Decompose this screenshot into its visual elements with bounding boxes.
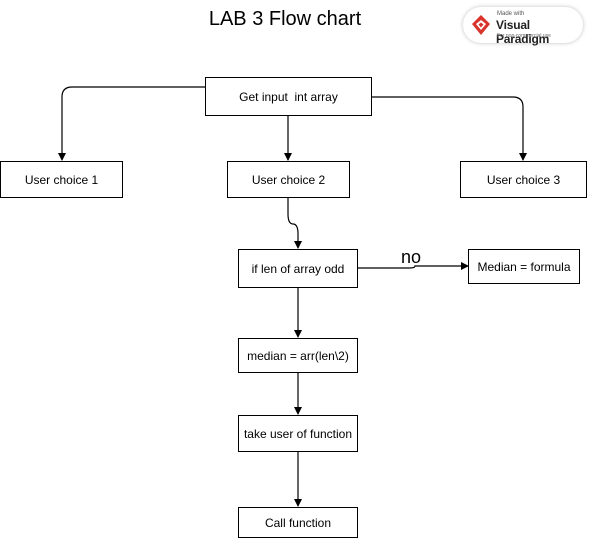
node-call-function-label: Call function [264,515,332,530]
watermark-brand: Visual Paradigm [496,18,550,46]
edge-choice2-to-if [287,198,302,249]
node-median-arr-label: median = arr(len\2) [247,348,349,363]
visual-paradigm-watermark: Made with Visual Paradigm For non-commer… [463,7,583,46]
node-take-user-label: take user of function [243,426,353,441]
node-user-choice-2-label: User choice 2 [251,172,326,187]
watermark-made-with: Made with [497,11,525,17]
node-median-arr: median = arr(len\2) [238,338,358,373]
edge-label-no: no [401,247,422,267]
node-median-formula: Median = formula [468,249,580,284]
node-if-len-odd-label: if len of array odd [251,261,345,276]
edge-input-to-choice3 [372,96,527,161]
node-get-input-label: Get input int array [239,89,338,104]
edge-if-to-median-formula [358,262,469,270]
node-user-choice-3-label: User choice 3 [486,172,561,187]
visual-paradigm-logo-icon [472,15,490,35]
node-median-formula-label: Median = formula [477,259,571,274]
watermark-noncommercial: For non-commercial use [497,33,551,39]
node-take-user-of-function: take user of function [238,415,358,452]
node-user-choice-1: User choice 1 [0,161,123,198]
diagram-title: LAB 3 Flow chart [208,8,362,30]
node-user-choice-3: User choice 3 [460,161,587,198]
node-call-function: Call function [238,507,358,538]
node-if-len-odd: if len of array odd [238,249,358,288]
node-user-choice-2: User choice 2 [227,161,350,198]
node-get-input: Get input int array [205,77,372,116]
edge-input-to-choice1 [58,86,205,161]
node-user-choice-1-label: User choice 1 [24,172,99,187]
